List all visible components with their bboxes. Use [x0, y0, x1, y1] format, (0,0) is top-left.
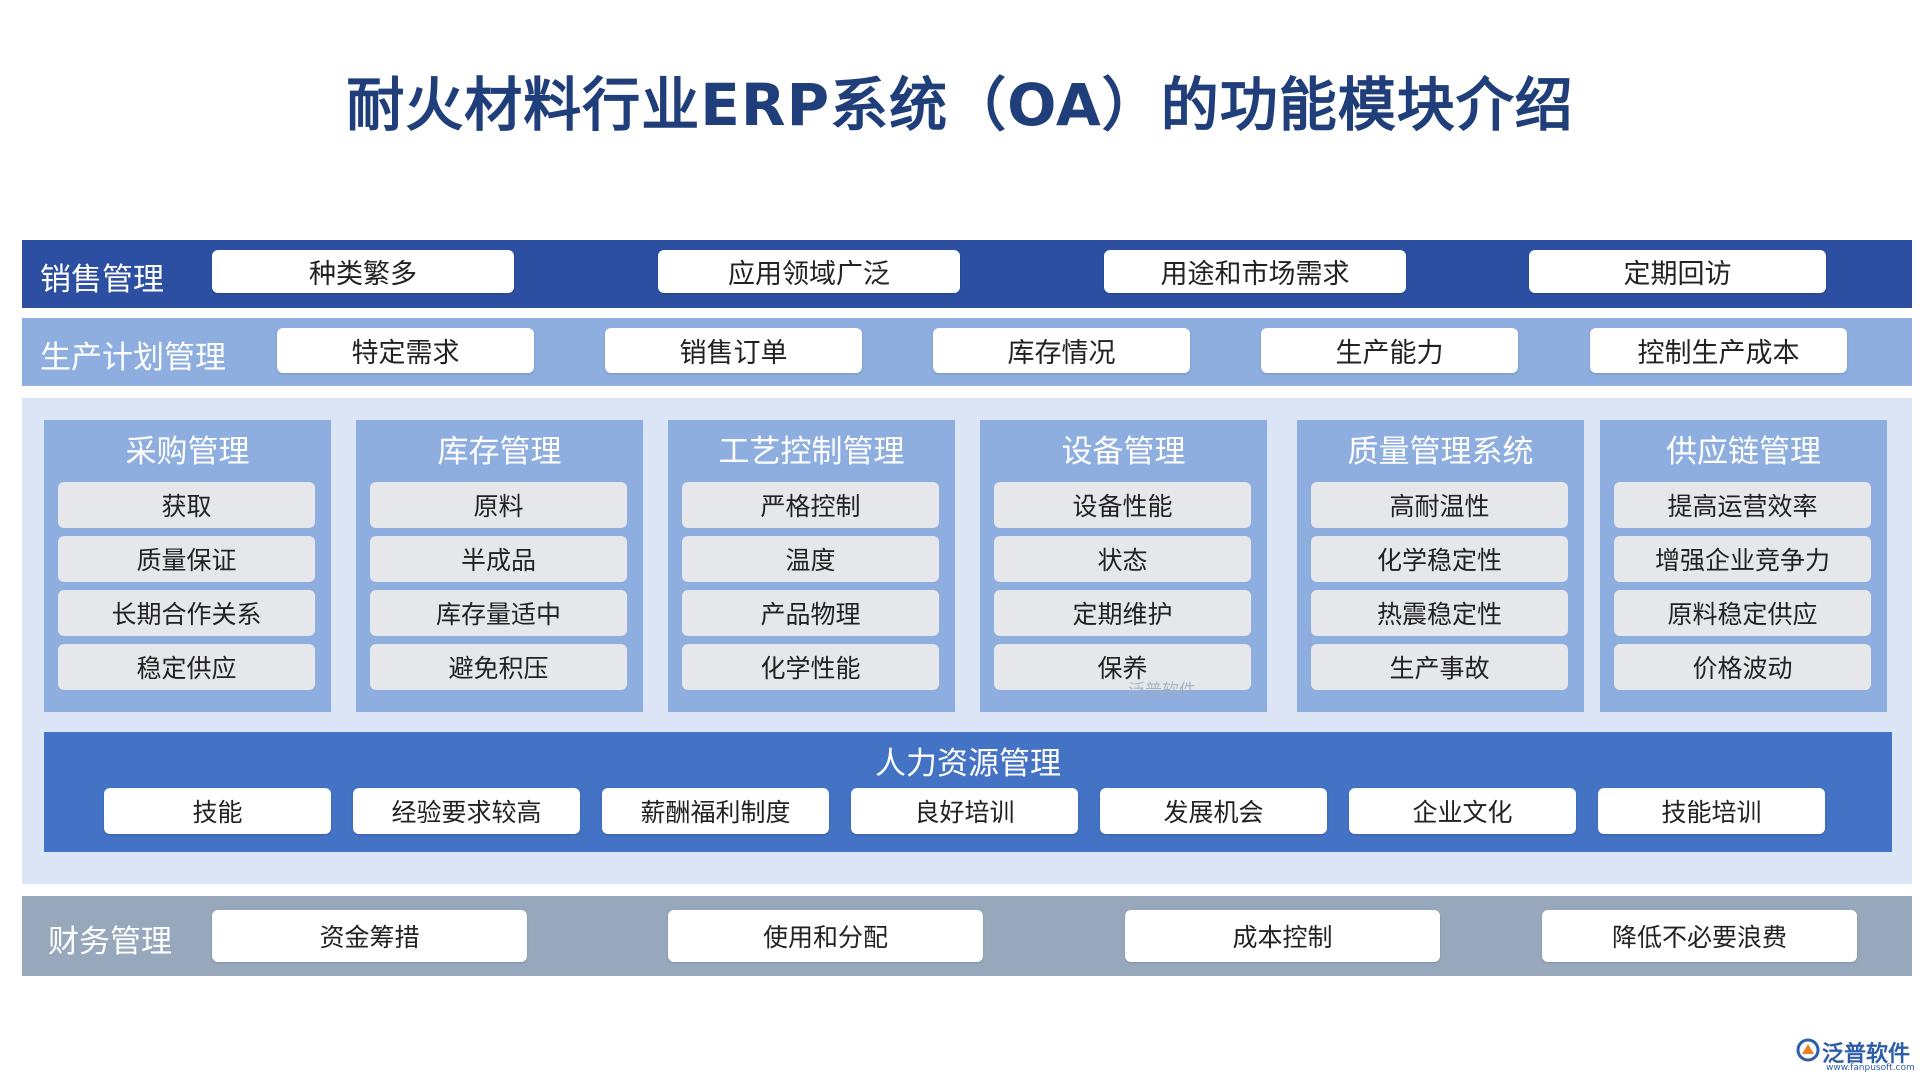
module-item: 高耐温性 — [1311, 482, 1568, 528]
brand-logo-icon — [1796, 1038, 1820, 1062]
finance-item: 成本控制 — [1125, 910, 1440, 962]
module-item: 原料稳定供应 — [1614, 590, 1871, 636]
finance-item: 资金筹措 — [212, 910, 527, 962]
plan-item: 库存情况 — [933, 328, 1190, 373]
module-item: 长期合作关系 — [58, 590, 315, 636]
sales-management-band: 销售管理 种类繁多 应用领域广泛 用途和市场需求 定期回访 — [22, 240, 1912, 308]
hr-item: 技能培训 — [1598, 788, 1825, 834]
brand-name: 泛普软件 — [1822, 1042, 1911, 1067]
module-item: 设备性能 — [994, 482, 1251, 528]
watermark: 泛普软件 — [1128, 681, 1196, 701]
hr-item: 企业文化 — [1349, 788, 1576, 834]
module-title: 供应链管理 — [1666, 434, 1821, 470]
module-process-control: 工艺控制管理 严格控制 温度 产品物理 化学性能 — [668, 420, 955, 712]
plan-item: 特定需求 — [277, 328, 534, 373]
hr-title: 人力资源管理 — [875, 746, 1061, 782]
sales-item: 定期回访 — [1529, 250, 1826, 293]
brand-logo: 泛普软件 www.fanpusoft.com — [1796, 1036, 1916, 1076]
module-item: 热震稳定性 — [1311, 590, 1568, 636]
module-item: 库存量适中 — [370, 590, 627, 636]
module-item: 避免积压 — [370, 644, 627, 690]
module-inventory: 库存管理 原料 半成品 库存量适中 避免积压 — [356, 420, 643, 712]
module-item: 温度 — [682, 536, 939, 582]
module-item: 状态 — [994, 536, 1251, 582]
hr-item: 发展机会 — [1100, 788, 1327, 834]
module-item: 增强企业竞争力 — [1614, 536, 1871, 582]
finance-management-label: 财务管理 — [48, 924, 172, 960]
module-item: 化学性能 — [682, 644, 939, 690]
finance-item: 降低不必要浪费 — [1542, 910, 1857, 962]
sales-item: 种类繁多 — [212, 250, 514, 293]
plan-item: 控制生产成本 — [1590, 328, 1847, 373]
module-item: 稳定供应 — [58, 644, 315, 690]
module-title: 工艺控制管理 — [718, 434, 905, 470]
module-item: 产品物理 — [682, 590, 939, 636]
sales-item: 用途和市场需求 — [1104, 250, 1406, 293]
module-purchasing: 采购管理 获取 质量保证 长期合作关系 稳定供应 — [44, 420, 331, 712]
module-item: 定期维护 — [994, 590, 1251, 636]
module-item: 质量保证 — [58, 536, 315, 582]
module-item: 价格波动 — [1614, 644, 1871, 690]
production-plan-band: 生产计划管理 特定需求 销售订单 库存情况 生产能力 控制生产成本 — [22, 318, 1912, 386]
module-title: 质量管理系统 — [1347, 434, 1534, 470]
sales-management-label: 销售管理 — [40, 262, 164, 298]
module-title: 库存管理 — [437, 434, 562, 470]
hr-item: 良好培训 — [851, 788, 1078, 834]
module-title: 采购管理 — [125, 434, 250, 470]
sales-item: 应用领域广泛 — [658, 250, 960, 293]
module-item: 提高运营效率 — [1614, 482, 1871, 528]
module-quality: 质量管理系统 高耐温性 化学稳定性 热震稳定性 生产事故 — [1297, 420, 1584, 712]
module-item: 半成品 — [370, 536, 627, 582]
core-modules-area: 采购管理 获取 质量保证 长期合作关系 稳定供应 库存管理 原料 半成品 库存量… — [22, 398, 1912, 884]
module-item: 原料 — [370, 482, 627, 528]
module-item: 获取 — [58, 482, 315, 528]
hr-item: 技能 — [104, 788, 331, 834]
page-title: 耐火材料行业ERP系统（OA）的功能模块介绍 — [346, 71, 1574, 139]
module-item: 生产事故 — [1311, 644, 1568, 690]
human-resources-band: 人力资源管理 技能 经验要求较高 薪酬福利制度 良好培训 发展机会 企业文化 技… — [44, 732, 1892, 852]
plan-item: 销售订单 — [605, 328, 862, 373]
module-supply-chain: 供应链管理 提高运营效率 增强企业竞争力 原料稳定供应 价格波动 — [1600, 420, 1887, 712]
finance-item: 使用和分配 — [668, 910, 983, 962]
hr-item: 经验要求较高 — [353, 788, 580, 834]
production-plan-label: 生产计划管理 — [40, 340, 226, 376]
hr-item: 薪酬福利制度 — [602, 788, 829, 834]
module-title: 设备管理 — [1061, 434, 1186, 470]
brand-url: www.fanpusoft.com — [1826, 1063, 1915, 1073]
module-item: 化学稳定性 — [1311, 536, 1568, 582]
module-equipment: 设备管理 设备性能 状态 定期维护 保养 — [980, 420, 1267, 712]
module-item: 保养 — [994, 644, 1251, 690]
finance-management-band: 财务管理 资金筹措 使用和分配 成本控制 降低不必要浪费 — [22, 896, 1912, 976]
module-item: 严格控制 — [682, 482, 939, 528]
plan-item: 生产能力 — [1261, 328, 1518, 373]
